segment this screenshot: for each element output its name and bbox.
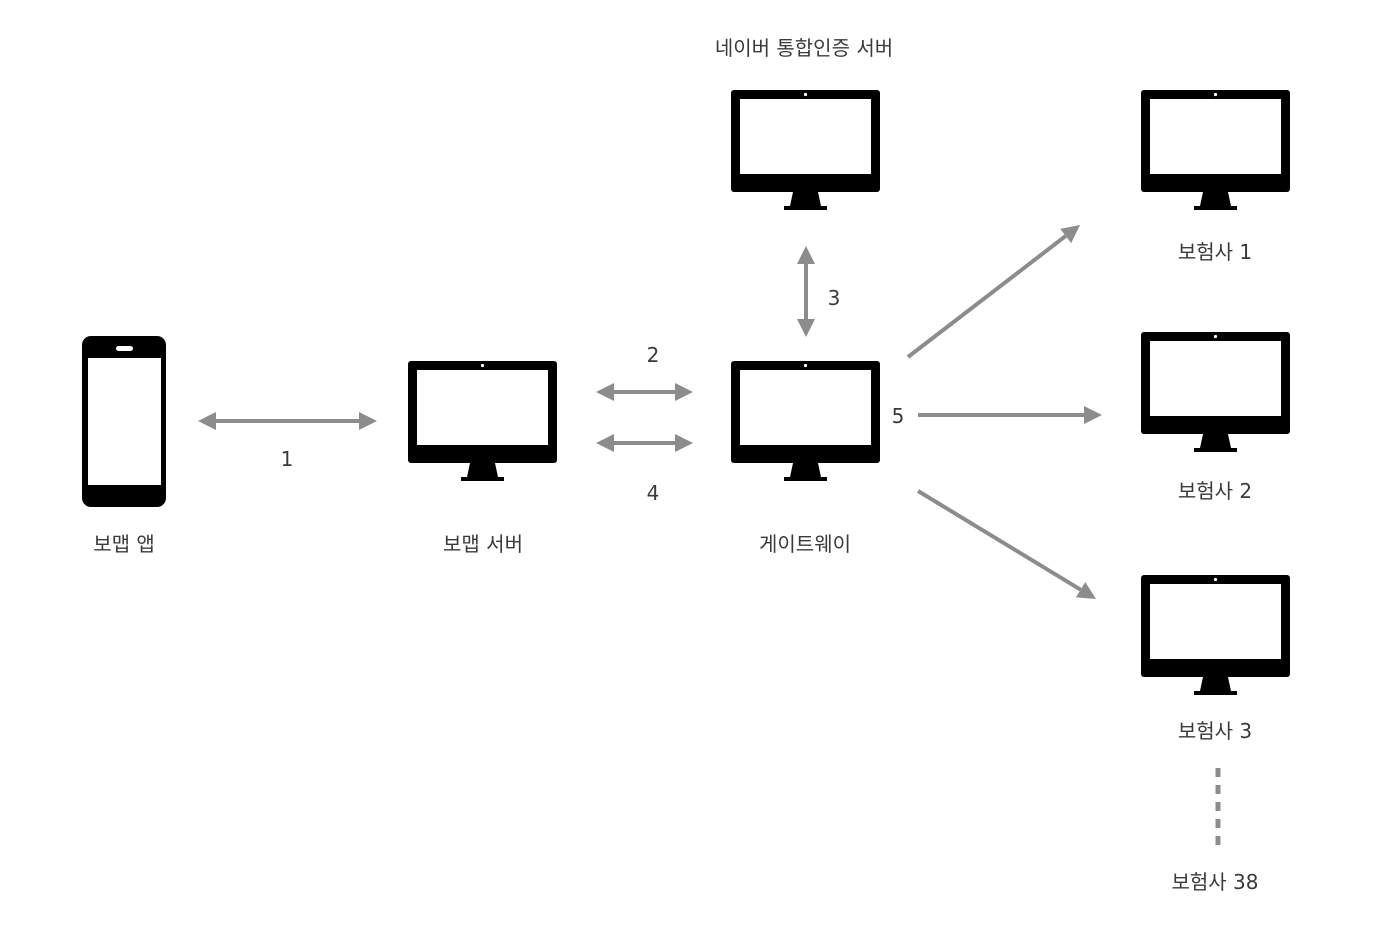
monitor-icon <box>1141 90 1290 210</box>
arrowhead-start <box>596 383 614 401</box>
node-server: 보맵 서버 <box>408 361 557 556</box>
node-label: 보맵 서버 <box>443 532 523 556</box>
monitor-icon <box>1141 332 1290 452</box>
node-label: 보맵 앱 <box>93 532 155 556</box>
node-label: 보험사 38 <box>1171 870 1258 894</box>
arrowhead-end <box>675 434 693 452</box>
edge-label-4: 4 <box>647 481 660 505</box>
node-insurer-2: 보험사 2 <box>1141 332 1290 503</box>
node-gateway: 게이트웨이 <box>731 361 880 556</box>
arrowhead-start <box>797 246 815 264</box>
edge-label-1: 1 <box>281 447 294 471</box>
arrowhead-start <box>596 434 614 452</box>
node-insurer-38: 보험사 38 <box>1171 870 1258 894</box>
edge-label-3: 3 <box>828 286 841 310</box>
node-app: 보맵 앱 <box>82 336 166 556</box>
monitor-icon <box>731 90 880 210</box>
edges <box>198 225 1221 852</box>
edge-label-5: 5 <box>892 404 905 428</box>
edge-gateway-ins1 <box>906 234 1067 359</box>
node-label: 보험사 3 <box>1178 719 1252 743</box>
arrowhead-end <box>1060 225 1080 244</box>
node-label: 보험사 1 <box>1178 240 1252 264</box>
monitor-icon <box>731 361 880 481</box>
monitor-icon <box>1141 575 1290 695</box>
smartphone-icon <box>82 336 166 507</box>
node-label: 게이트웨이 <box>759 532 851 556</box>
node-label: 보험사 2 <box>1178 479 1252 503</box>
arrowhead-end <box>797 319 815 337</box>
node-insurer-3: 보험사 3 <box>1141 575 1290 743</box>
arrowhead-start <box>198 412 216 430</box>
monitor-icon <box>408 361 557 481</box>
node-naver-auth-server: 네이버 통합인증 서버 <box>715 36 893 210</box>
edge-gateway-ins3 <box>916 489 1082 592</box>
arrowhead-end <box>1075 581 1096 599</box>
arrowhead-end <box>675 383 693 401</box>
node-label: 네이버 통합인증 서버 <box>715 36 893 60</box>
arrowhead-end <box>1084 406 1102 424</box>
edge-label-2: 2 <box>647 343 660 367</box>
node-insurer-1: 보험사 1 <box>1141 90 1290 264</box>
arrowhead-end <box>359 412 377 430</box>
